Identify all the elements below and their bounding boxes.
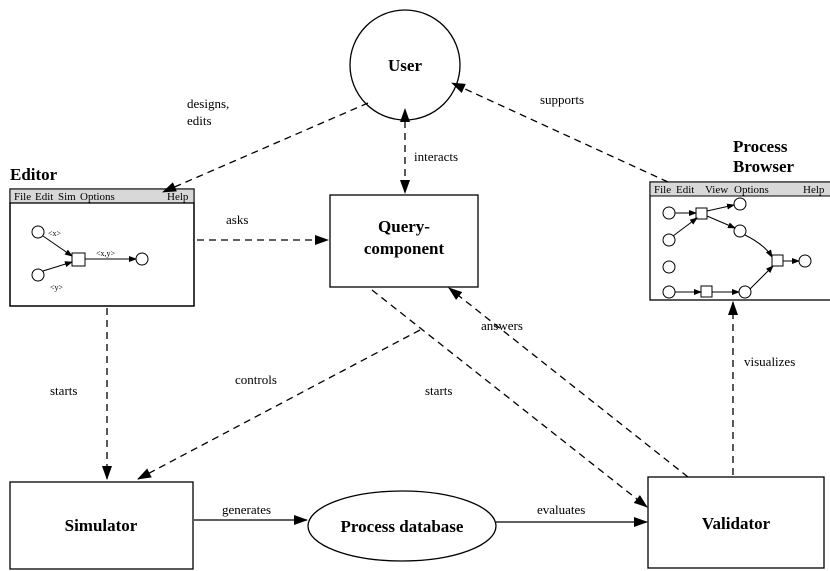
label-generates: generates [222,502,271,517]
editor-menu-sim: Sim [58,191,76,203]
editor-place-out-icon [135,252,149,266]
edge-designs [162,102,369,193]
editor-menu-file: File [14,191,31,203]
editor-window: Editor File Edit Sim Options Help <x> <x… [9,165,195,307]
database-label: Process database [341,517,464,536]
editor-label-xy: <x,y> [96,249,116,258]
label-interacts: interacts [414,149,458,164]
browser-menu-help: Help [803,184,825,196]
browser-place-8-icon [798,254,812,268]
query-label-line1: Query- [378,217,430,236]
browser-transition-2-icon [700,285,713,298]
editor-menu-help: Help [167,191,189,203]
editor-label-x: <x> [48,229,62,238]
query-component-node: Query- component [329,194,479,288]
browser-menu-file: File [654,184,671,196]
editor-label-y: <y> [50,283,64,292]
editor-menu-options: Options [80,191,115,203]
label-starts-editor: starts [50,383,77,398]
browser-place-4-icon [662,233,676,247]
editor-title: Editor [10,165,58,184]
editor-menu-edit: Edit [35,191,53,203]
process-browser-window: Process Browser File Edit View Options H… [649,137,830,301]
user-label: User [388,56,422,75]
browser-place-7-icon [738,285,752,299]
browser-menu-options: Options [734,184,769,196]
validator-node: Validator [647,476,825,569]
label-starts-query: starts [425,383,452,398]
simulator-node: Simulator [9,481,194,570]
simulator-label: Simulator [65,516,138,535]
browser-place-1-icon [662,206,676,220]
browser-place-3-icon [733,224,747,238]
edge-controls [137,329,421,480]
browser-transition-3-icon [771,254,784,267]
label-answers: answers [481,318,523,333]
browser-menu-edit: Edit [676,184,694,196]
editor-transition-icon [71,252,86,267]
editor-place-y-icon [31,268,45,282]
browser-place-5-icon [662,260,676,274]
user-node: User [349,9,461,121]
browser-title-line1: Process [733,137,788,156]
browser-title-line2: Browser [733,157,795,176]
editor-place-x-icon [31,225,45,239]
label-asks: asks [226,212,248,227]
validator-label: Validator [702,514,771,533]
browser-place-6-icon [662,285,676,299]
label-designs: designs, [187,96,229,111]
label-visualizes: visualizes [744,354,795,369]
process-database-node: Process database [307,490,497,562]
label-evaluates: evaluates [537,502,585,517]
edge-supports [451,82,669,183]
browser-transition-1-icon [695,207,708,220]
label-controls: controls [235,372,277,387]
edge-answers [448,287,689,478]
browser-place-2-icon [733,197,747,211]
label-supports: supports [540,92,584,107]
edge-starts-validator [371,289,648,508]
label-edits: edits [187,113,212,128]
query-label-line2: component [364,239,445,258]
browser-menu-view: View [705,184,728,196]
